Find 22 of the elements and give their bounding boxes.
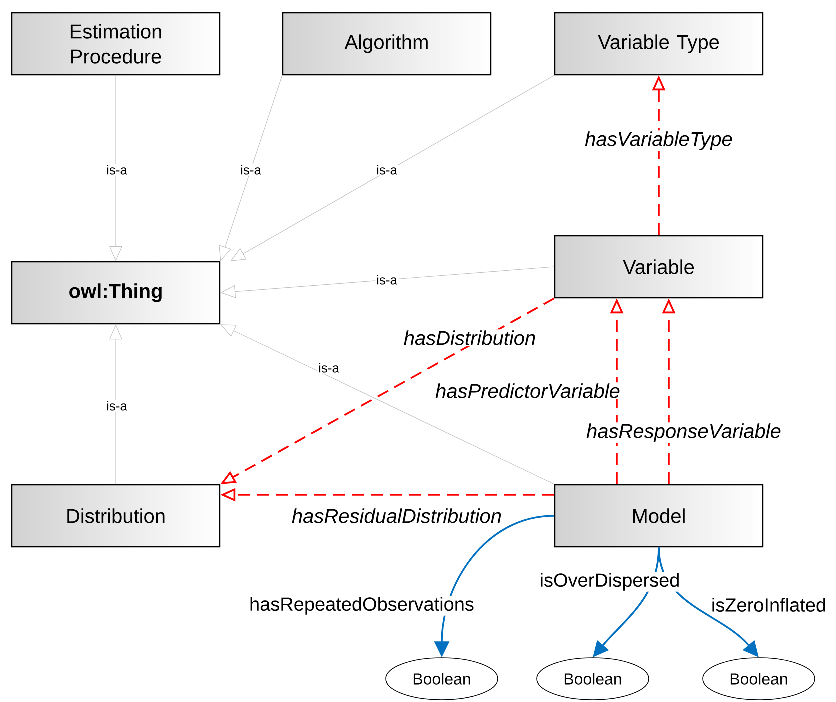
edge-label: is-a [376, 274, 398, 286]
edge-label: is-a [376, 164, 398, 176]
class-box: Variable Type [554, 12, 764, 76]
edge-label: hasResidualDistribution [290, 508, 504, 524]
class-box: Estimation Procedure [11, 12, 221, 76]
arrow [230, 75, 555, 262]
class-box: Algorithm [282, 12, 492, 76]
edge-label: is-a [318, 362, 340, 374]
edge-label: hasResponseVariable [586, 422, 782, 444]
edge-label: hasVariableType [584, 130, 734, 152]
edge-label: is-a [240, 164, 262, 176]
class-box: Distribution [11, 484, 221, 548]
edge-label: hasRepeatedObservations [248, 596, 476, 616]
edge-label: isOverDispersed [538, 572, 682, 592]
edge-label: isZeroInflated [710, 597, 828, 613]
class-box: Variable [554, 235, 764, 299]
class-box: Model [554, 484, 764, 548]
edge-label: is-a [106, 164, 128, 176]
edge-label: hasDistribution [402, 330, 538, 346]
class-box: owl:Thing [11, 261, 221, 325]
edge-label: hasPredictorVariable [434, 382, 622, 400]
edge-label: is-a [106, 400, 128, 412]
